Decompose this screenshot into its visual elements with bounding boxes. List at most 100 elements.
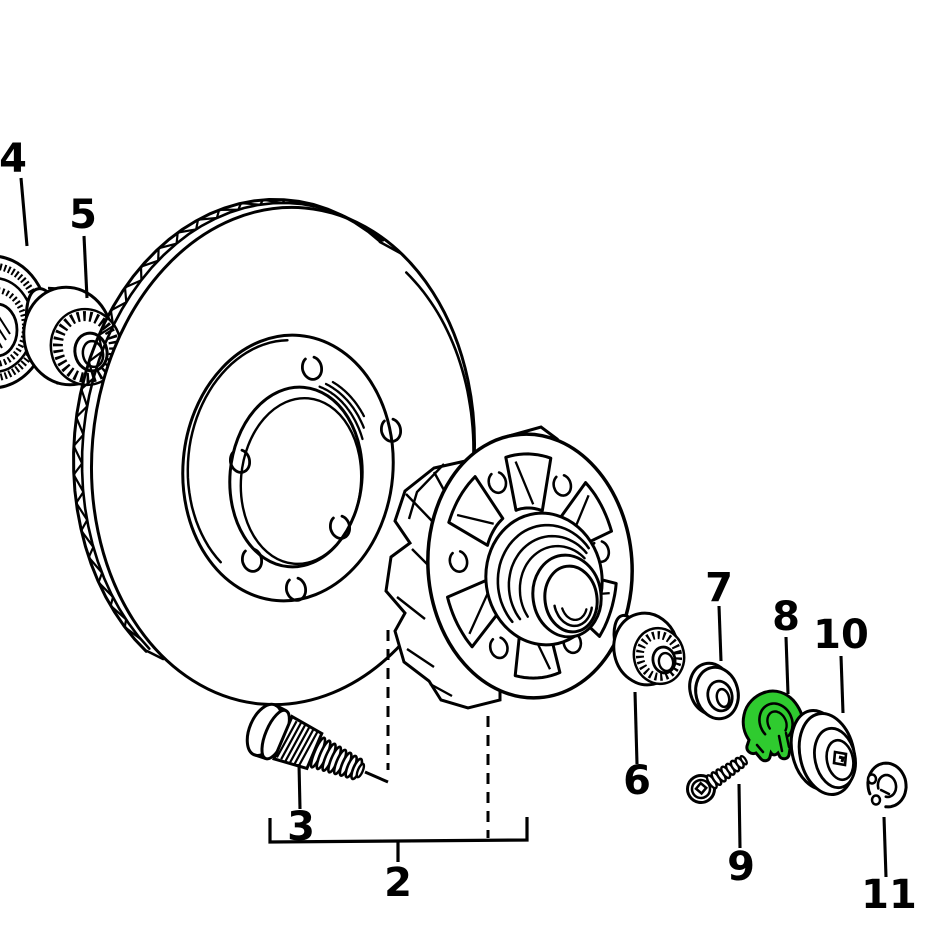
vent-tick: [124, 279, 142, 289]
vent-tick: [158, 242, 177, 250]
part-11-lock-clip[interactable]: [866, 761, 908, 809]
nut-inner-ring: [758, 702, 794, 738]
bolt-spline-and-threads: [275, 720, 366, 781]
bearing6-rollers: [635, 631, 683, 681]
screw-tip: [739, 754, 748, 766]
vent-tick: [75, 405, 88, 418]
vent-tick: [72, 462, 83, 476]
leader-7: [717, 605, 723, 662]
vent-tick: [263, 198, 283, 204]
vent-tick: [75, 502, 88, 521]
clip-inner-arc: [876, 773, 898, 799]
hub-housing-inner-edge: [407, 463, 445, 520]
screw-threads: [705, 754, 748, 790]
leader-4: [19, 177, 29, 247]
vent-tick: [72, 434, 85, 447]
disc-bolt-hole: [241, 547, 263, 573]
disc-bolt-hole: [285, 576, 307, 602]
vent-tick: [87, 361, 95, 379]
vent-tick: [348, 218, 368, 230]
vent-tick: [97, 572, 104, 583]
snout-groove: [518, 544, 586, 618]
spline-tooth: [293, 727, 315, 766]
vent-tick: [98, 325, 114, 337]
vent-tick: [346, 216, 350, 220]
screw-socket: [694, 781, 709, 796]
disc-bolt-hole: [229, 448, 251, 474]
clamping-nut-details: [755, 702, 794, 754]
vent-tick: [198, 216, 217, 221]
seal-bore-hatch: [0, 316, 11, 349]
part-label-11[interactable]: 11: [861, 872, 917, 918]
part-label-3[interactable]: 3: [287, 804, 315, 850]
vent-tick: [75, 491, 85, 504]
spline-tooth: [288, 726, 311, 764]
part-2-wheel-hub[interactable]: [384, 425, 641, 710]
vent-tick: [72, 474, 85, 493]
washer-hole-tab: [715, 687, 731, 709]
part-10-grease-cap[interactable]: [784, 705, 862, 799]
leader-lines: [19, 177, 888, 878]
part-number-labels: 4 5 3 2 6 7 8 9 10 11: [0, 136, 917, 918]
disc-center-bore-inner: [239, 396, 363, 566]
vent-tick: [195, 219, 200, 230]
vent-tick: [140, 259, 159, 268]
vent-tick: [175, 232, 179, 244]
vent-tick: [328, 208, 348, 219]
leader-9: [737, 783, 742, 849]
bore-chamfer-arc: [331, 380, 366, 418]
snout-bore-shadow: [561, 607, 588, 622]
part-label-6[interactable]: 6: [623, 758, 651, 804]
hub-window-facet: [468, 592, 489, 635]
disc-vent-inner-arc: [80, 201, 385, 650]
leader-11: [882, 816, 888, 878]
hub-bolt-hole: [552, 474, 573, 497]
part-label-4[interactable]: 4: [0, 136, 27, 182]
part-label-5[interactable]: 5: [69, 192, 97, 238]
part-label-9[interactable]: 9: [727, 844, 755, 890]
dashed-leader-kink: [364, 770, 389, 784]
spline-tooth: [297, 729, 320, 768]
spline-tooth: [284, 724, 307, 762]
clip-end-bead: [870, 794, 882, 806]
leader-3: [297, 763, 302, 810]
vent-tick: [75, 417, 85, 435]
vent-tick: [88, 556, 103, 574]
part-label-7[interactable]: 7: [705, 565, 733, 611]
leader-8: [784, 636, 790, 695]
vent-tick: [303, 201, 308, 206]
part-3-wheel-bolt[interactable]: [240, 699, 373, 796]
washer-hole: [706, 679, 734, 713]
disc-hat-wall-arc: [186, 338, 289, 564]
vent-tick: [259, 199, 264, 206]
bearing6-bore-inner: [657, 651, 675, 673]
vent-tick: [281, 198, 286, 204]
part-7-thrust-washer[interactable]: [684, 659, 743, 724]
vent-tick: [110, 605, 127, 621]
vent-tick: [241, 202, 260, 206]
vent-tick: [109, 310, 115, 326]
snout-bore-shadow: [553, 604, 593, 628]
vent-tick: [215, 209, 221, 219]
part-6-outer-bearing[interactable]: [607, 607, 689, 691]
part-label-8[interactable]: 8: [772, 594, 800, 640]
part-label-10[interactable]: 10: [813, 612, 869, 658]
vent-tick: [237, 202, 242, 211]
nut-inner-ring-2: [766, 710, 788, 732]
brake-disc[interactable]: [71, 191, 495, 720]
part-9-clamping-screw[interactable]: [682, 748, 753, 808]
cap-square-mark: [838, 755, 845, 763]
bearing5-rollers: [52, 311, 120, 383]
vent-tick: [98, 581, 114, 598]
vent-tick: [124, 626, 142, 641]
vent-tick: [88, 350, 103, 363]
vent-tick: [80, 388, 89, 407]
hub-snout-bore-shadow: [553, 604, 593, 628]
hub-bolt-hole: [487, 471, 508, 495]
vent-tick: [285, 198, 305, 206]
bore-chamfer-arc: [318, 385, 364, 441]
part-label-2[interactable]: 2: [384, 860, 412, 906]
vent-tick: [109, 596, 115, 606]
